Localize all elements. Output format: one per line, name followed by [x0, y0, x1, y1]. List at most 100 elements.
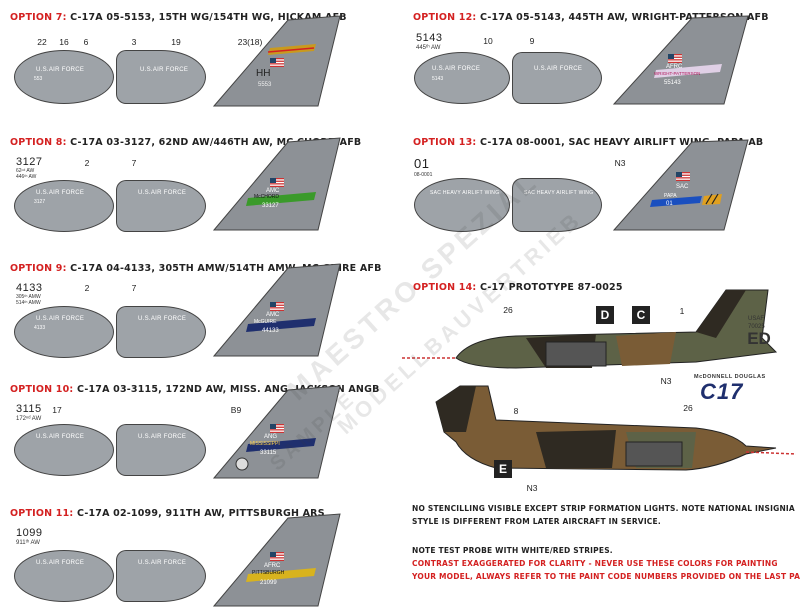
us-flag-icon [270, 424, 284, 433]
fuselage-marking: U.S.AIR FORCE [36, 67, 85, 73]
option-label: OPTION 7: [10, 12, 67, 23]
marking-box-e: E [494, 460, 512, 478]
option-7-title: OPTION 7: C-17A 05-5153, 15TH WG/154TH W… [10, 12, 347, 23]
tail-code: ANG [264, 434, 278, 440]
fuselage-marking: U.S.AIR FORCE [140, 67, 189, 73]
tail-band: PITTSBURGH [252, 570, 285, 576]
fuselage-right-view [116, 550, 206, 602]
tail-serial: 33115 [260, 450, 277, 456]
note-line: CONTRAST EXAGGERATED FOR CLARITY - NEVER… [412, 559, 778, 568]
side-unit: 514ᵗʰ AMW [16, 300, 41, 306]
option-11-title: OPTION 11: C-17A 02-1099, 911TH AW, PITT… [10, 508, 325, 519]
option-13-title: OPTION 13: C-17A 08-0001, SAC HEAVY AIRL… [413, 137, 763, 148]
option-description: C-17A 05-5153, 15TH WG/154TH WG, HICKAM … [70, 12, 347, 23]
tail-serial: 44133 [262, 328, 279, 334]
tail-band: MISSISSIPPI [250, 441, 280, 447]
callout: 6 [83, 37, 89, 47]
fuselage-left-view [414, 178, 510, 232]
side-number: 5143 [416, 32, 443, 44]
option-description: C-17A 03-3127, 62ND AW/446TH AW, MC CHOR… [70, 137, 362, 148]
nose-number: 3127 [34, 199, 46, 205]
side-unit: 62ⁿᵈ AW [16, 168, 35, 174]
tail-code: AMC [266, 312, 280, 318]
fuselage-marking: U.S.AIR FORCE [138, 190, 187, 196]
fuselage-marking: U.S.AIR FORCE [36, 434, 85, 440]
fuselage-marking: U.S.AIR FORCE [138, 560, 187, 566]
tail-code: AFRC [264, 563, 281, 569]
option-label: OPTION 11: [10, 508, 74, 519]
tail-band: McCHORD [254, 194, 279, 200]
fuselage-marking: U.S.AIR FORCE [36, 560, 85, 566]
tail-code: ED [747, 329, 771, 348]
option-10-title: OPTION 10: C-17A 03-3115, 172ND AW, MISS… [10, 384, 380, 395]
note-line: YOUR MODEL, ALWAYS REFER TO THE PAINT CO… [412, 572, 800, 581]
side-number: 01 [414, 156, 430, 171]
callout: 26 [503, 305, 513, 315]
fuselage-marking: SAC HEAVY AIRLIFT WING [430, 190, 500, 196]
tail-serial: 55143 [664, 80, 681, 86]
us-flag-icon [676, 172, 690, 181]
option-description: C-17 PROTOTYPE 87-0025 [479, 282, 623, 293]
tail-serial: 5553 [258, 82, 272, 88]
fuselage-marking: U.S.AIR FORCE [36, 316, 85, 322]
tail-band: PAPA [664, 193, 677, 199]
option-label: OPTION 9: [10, 263, 67, 274]
side-unit: 446ᵗʰ AW [16, 174, 37, 180]
option-12-title: OPTION 12: C-17A 05-5143, 445TH AW, WRIG… [413, 12, 769, 23]
tail-fin-option-12 [612, 15, 749, 105]
option-description: C-17A 03-3115, 172ND AW, MISS. ANG, JACK… [76, 384, 380, 395]
callout: 19 [171, 37, 181, 47]
tail-serial: 21099 [260, 580, 277, 586]
callout: 2 [84, 158, 90, 168]
callout: 3 [131, 37, 137, 47]
fuselage-marking: U.S.AIR FORCE [36, 190, 85, 196]
side-number: 4133 [16, 282, 43, 294]
tail-code: SAC [676, 184, 689, 190]
tail-serial: 01 [666, 201, 673, 207]
side-number: 3127 [16, 156, 43, 168]
tail-fin-option-13 [612, 139, 749, 231]
side-serial: 08-0001 [414, 172, 433, 178]
marking-box-c: C [632, 306, 650, 324]
tail-code: AMC [266, 188, 280, 194]
side-number: 1099 [16, 527, 43, 539]
side-unit: 911ᵗʰ AW [16, 540, 40, 546]
note-line: NOTE TEST PROBE WITH WHITE/RED STRIPES. [412, 546, 613, 555]
nose-number: 5143 [432, 76, 444, 82]
fuselage-right-view [116, 306, 206, 358]
option-14-title: OPTION 14: C-17 PROTOTYPE 87-0025 [413, 282, 623, 293]
tail-code: HH [256, 68, 271, 79]
callout: 9 [529, 36, 535, 46]
fuselage-left-view [14, 306, 114, 358]
fuselage-marking: SAC HEAVY AIRLIFT WING [524, 190, 594, 196]
callout: B9 [230, 405, 242, 415]
side-unit: 445ᵗʰ AW [416, 45, 441, 51]
option-9-title: OPTION 9: C-17A 04-4133, 305TH AMW/514TH… [10, 263, 382, 274]
callout: 7 [131, 158, 137, 168]
callout: N3 [614, 158, 626, 168]
fuselage-left-view [14, 550, 114, 602]
option-description: C-17A 02-1099, 911TH AW, PITTSBURGH ARS [76, 508, 325, 519]
us-flag-icon [270, 552, 284, 561]
option-label: OPTION 8: [10, 137, 67, 148]
tail-serial: 70025 [748, 324, 765, 330]
fuselage-marking: U.S.AIR FORCE [534, 66, 583, 72]
callout: N3 [660, 376, 672, 386]
us-flag-icon [270, 302, 284, 311]
option-description: C-17A 04-4133, 305TH AMW/514TH AMW, MC G… [70, 263, 382, 274]
c17-logo: C17 [700, 379, 744, 404]
option-8-title: OPTION 8: C-17A 03-3127, 62ND AW/446TH A… [10, 137, 361, 148]
tail-serial: 33127 [262, 203, 279, 209]
nose-number: 553 [34, 76, 43, 82]
note-line: STYLE IS DIFFERENT FROM LATER AIRCRAFT I… [412, 517, 661, 526]
option-description: C-17A 05-5143, 445TH AW, WRIGHT-PATTERSO… [479, 12, 769, 23]
fuselage-marking: U.S.AIR FORCE [138, 316, 187, 322]
callout: 26 [683, 403, 693, 413]
callout: 2 [84, 283, 90, 293]
callout: 1 [679, 306, 685, 316]
tail-band: WRIGHT-PATTERSON [654, 71, 701, 76]
option-label: OPTION 12: [413, 12, 477, 23]
fuselage-left-view [414, 52, 510, 104]
option-label: OPTION 13: [413, 137, 477, 148]
callout: 8 [513, 406, 519, 416]
